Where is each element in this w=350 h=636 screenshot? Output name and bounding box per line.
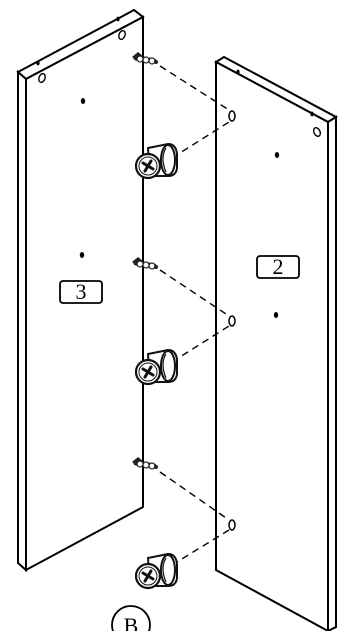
panel-3-label-box bbox=[59, 280, 103, 304]
panel-3-label: 3 bbox=[76, 279, 87, 304]
fitting-callout: B bbox=[111, 605, 151, 636]
panel-3: 3 bbox=[16, 8, 145, 573]
panel-2-label-box bbox=[256, 255, 300, 279]
panel-2: 2 bbox=[214, 55, 338, 633]
alignment-guides bbox=[159, 65, 230, 566]
panel-2-label: 2 bbox=[273, 254, 284, 279]
fitting-callout-label: B bbox=[124, 613, 139, 631]
cam-lock-3 bbox=[134, 552, 179, 590]
